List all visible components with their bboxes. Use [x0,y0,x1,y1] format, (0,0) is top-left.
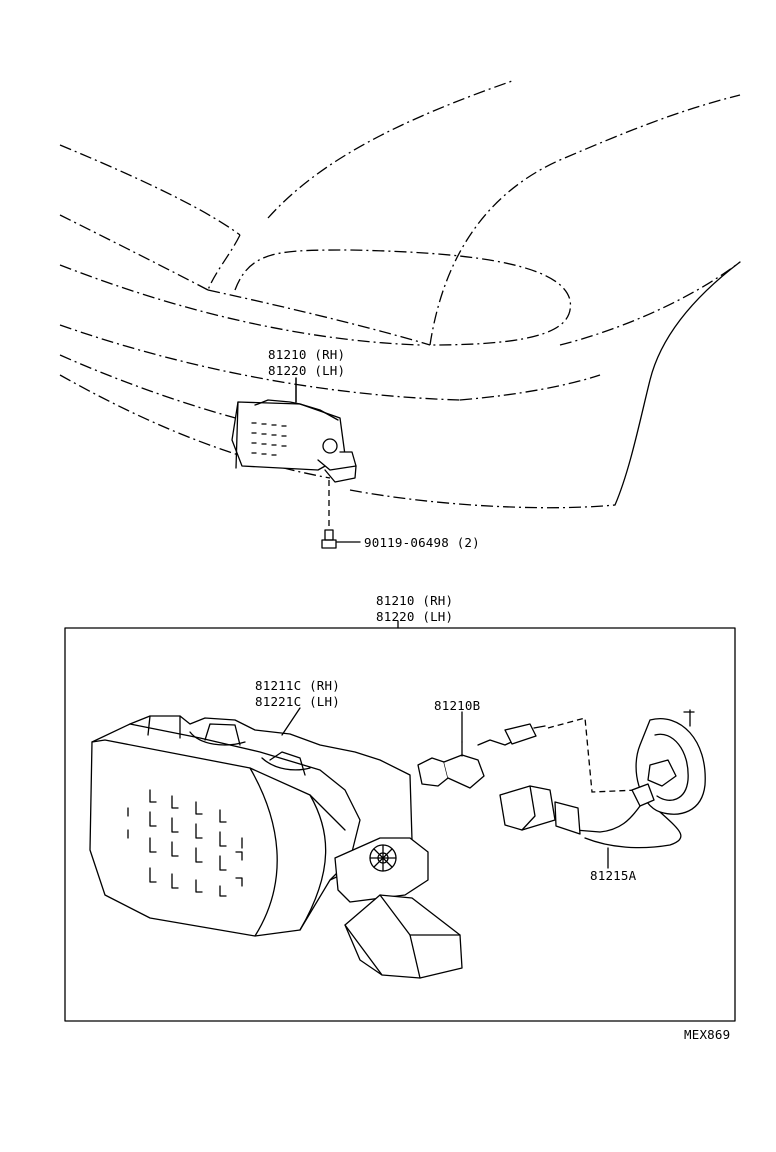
bulb-connection-line [547,717,639,793]
lens-rh-label: 81211C (RH) [255,678,340,693]
small-lens-grille [251,422,287,456]
box-assembly-rh-label: 81210 (RH) [376,593,454,608]
lens-grille [127,789,243,897]
lens-leader [281,707,301,736]
upper-assembly-lh-label: 81220 (LH) [268,363,346,378]
bulb-label: 81210B [434,698,481,713]
box-assembly-lh-label: 81220 (LH) [376,609,454,624]
figure-code: MEX869 [684,1027,731,1042]
upper-assembly-rh-label: 81210 (RH) [268,347,346,362]
socket-and-wire [499,709,706,869]
bolt-label: 90119-06498 (2) [364,535,480,550]
mounting-bolt [321,480,361,549]
socket-wire-label: 81215A [590,868,637,883]
exploded-view-frame [64,627,736,1022]
installed-fog-lamp [231,377,357,483]
lens-lh-label: 81221C (LH) [255,694,340,709]
halogen-bulb [417,723,546,789]
car-body-outline [59,79,741,509]
lamp-housing [89,715,463,979]
